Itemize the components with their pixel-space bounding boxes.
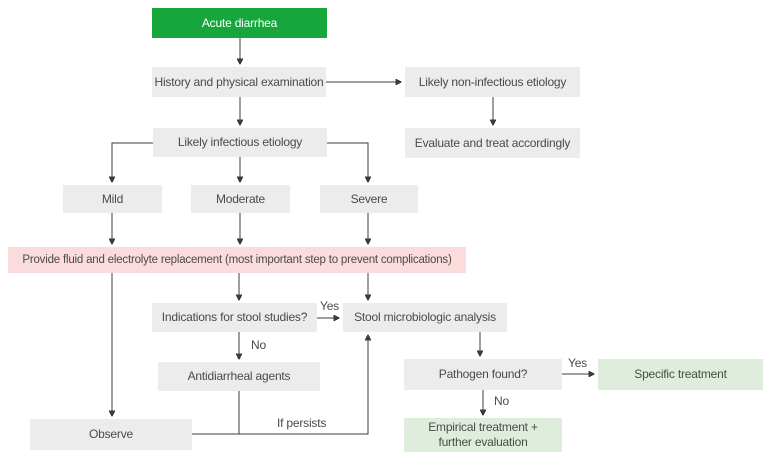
node-likely-infectious-etiology: Likely infectious etiology xyxy=(153,128,327,157)
node-severe: Severe xyxy=(320,185,418,213)
node-history-physical-examination: History and physical examination xyxy=(152,67,326,97)
node-evaluate-and-treat-accordingly: Evaluate and treat accordingly xyxy=(405,128,580,158)
edge-label-stool-no: No xyxy=(251,338,266,352)
node-likely-non-infectious-etiology: Likely non-infectious etiology xyxy=(405,67,580,97)
node-indications-for-stool-studies: Indications for stool studies? xyxy=(152,303,317,332)
node-antidiarrheal-agents: Antidiarrheal agents xyxy=(158,362,320,391)
node-fluid-electrolyte-replacement: Provide fluid and electrolyte replacemen… xyxy=(8,247,466,273)
node-acute-diarrhea: Acute diarrhea xyxy=(152,8,327,38)
edge-label-pathogen-no: No xyxy=(494,394,509,408)
node-pathogen-found: Pathogen found? xyxy=(404,359,562,390)
node-observe: Observe xyxy=(30,419,192,450)
node-mild: Mild xyxy=(63,185,162,213)
node-stool-microbiologic-analysis: Stool microbiologic analysis xyxy=(343,303,507,332)
node-empirical-treatment: Empirical treatment + further evaluation xyxy=(404,418,562,452)
node-moderate: Moderate xyxy=(191,185,290,213)
edge-label-pathogen-yes: Yes xyxy=(568,356,587,370)
node-specific-treatment: Specific treatment xyxy=(598,359,763,390)
edge-label-if-persists: If persists xyxy=(277,416,327,430)
edge-label-stool-yes: Yes xyxy=(320,299,339,313)
